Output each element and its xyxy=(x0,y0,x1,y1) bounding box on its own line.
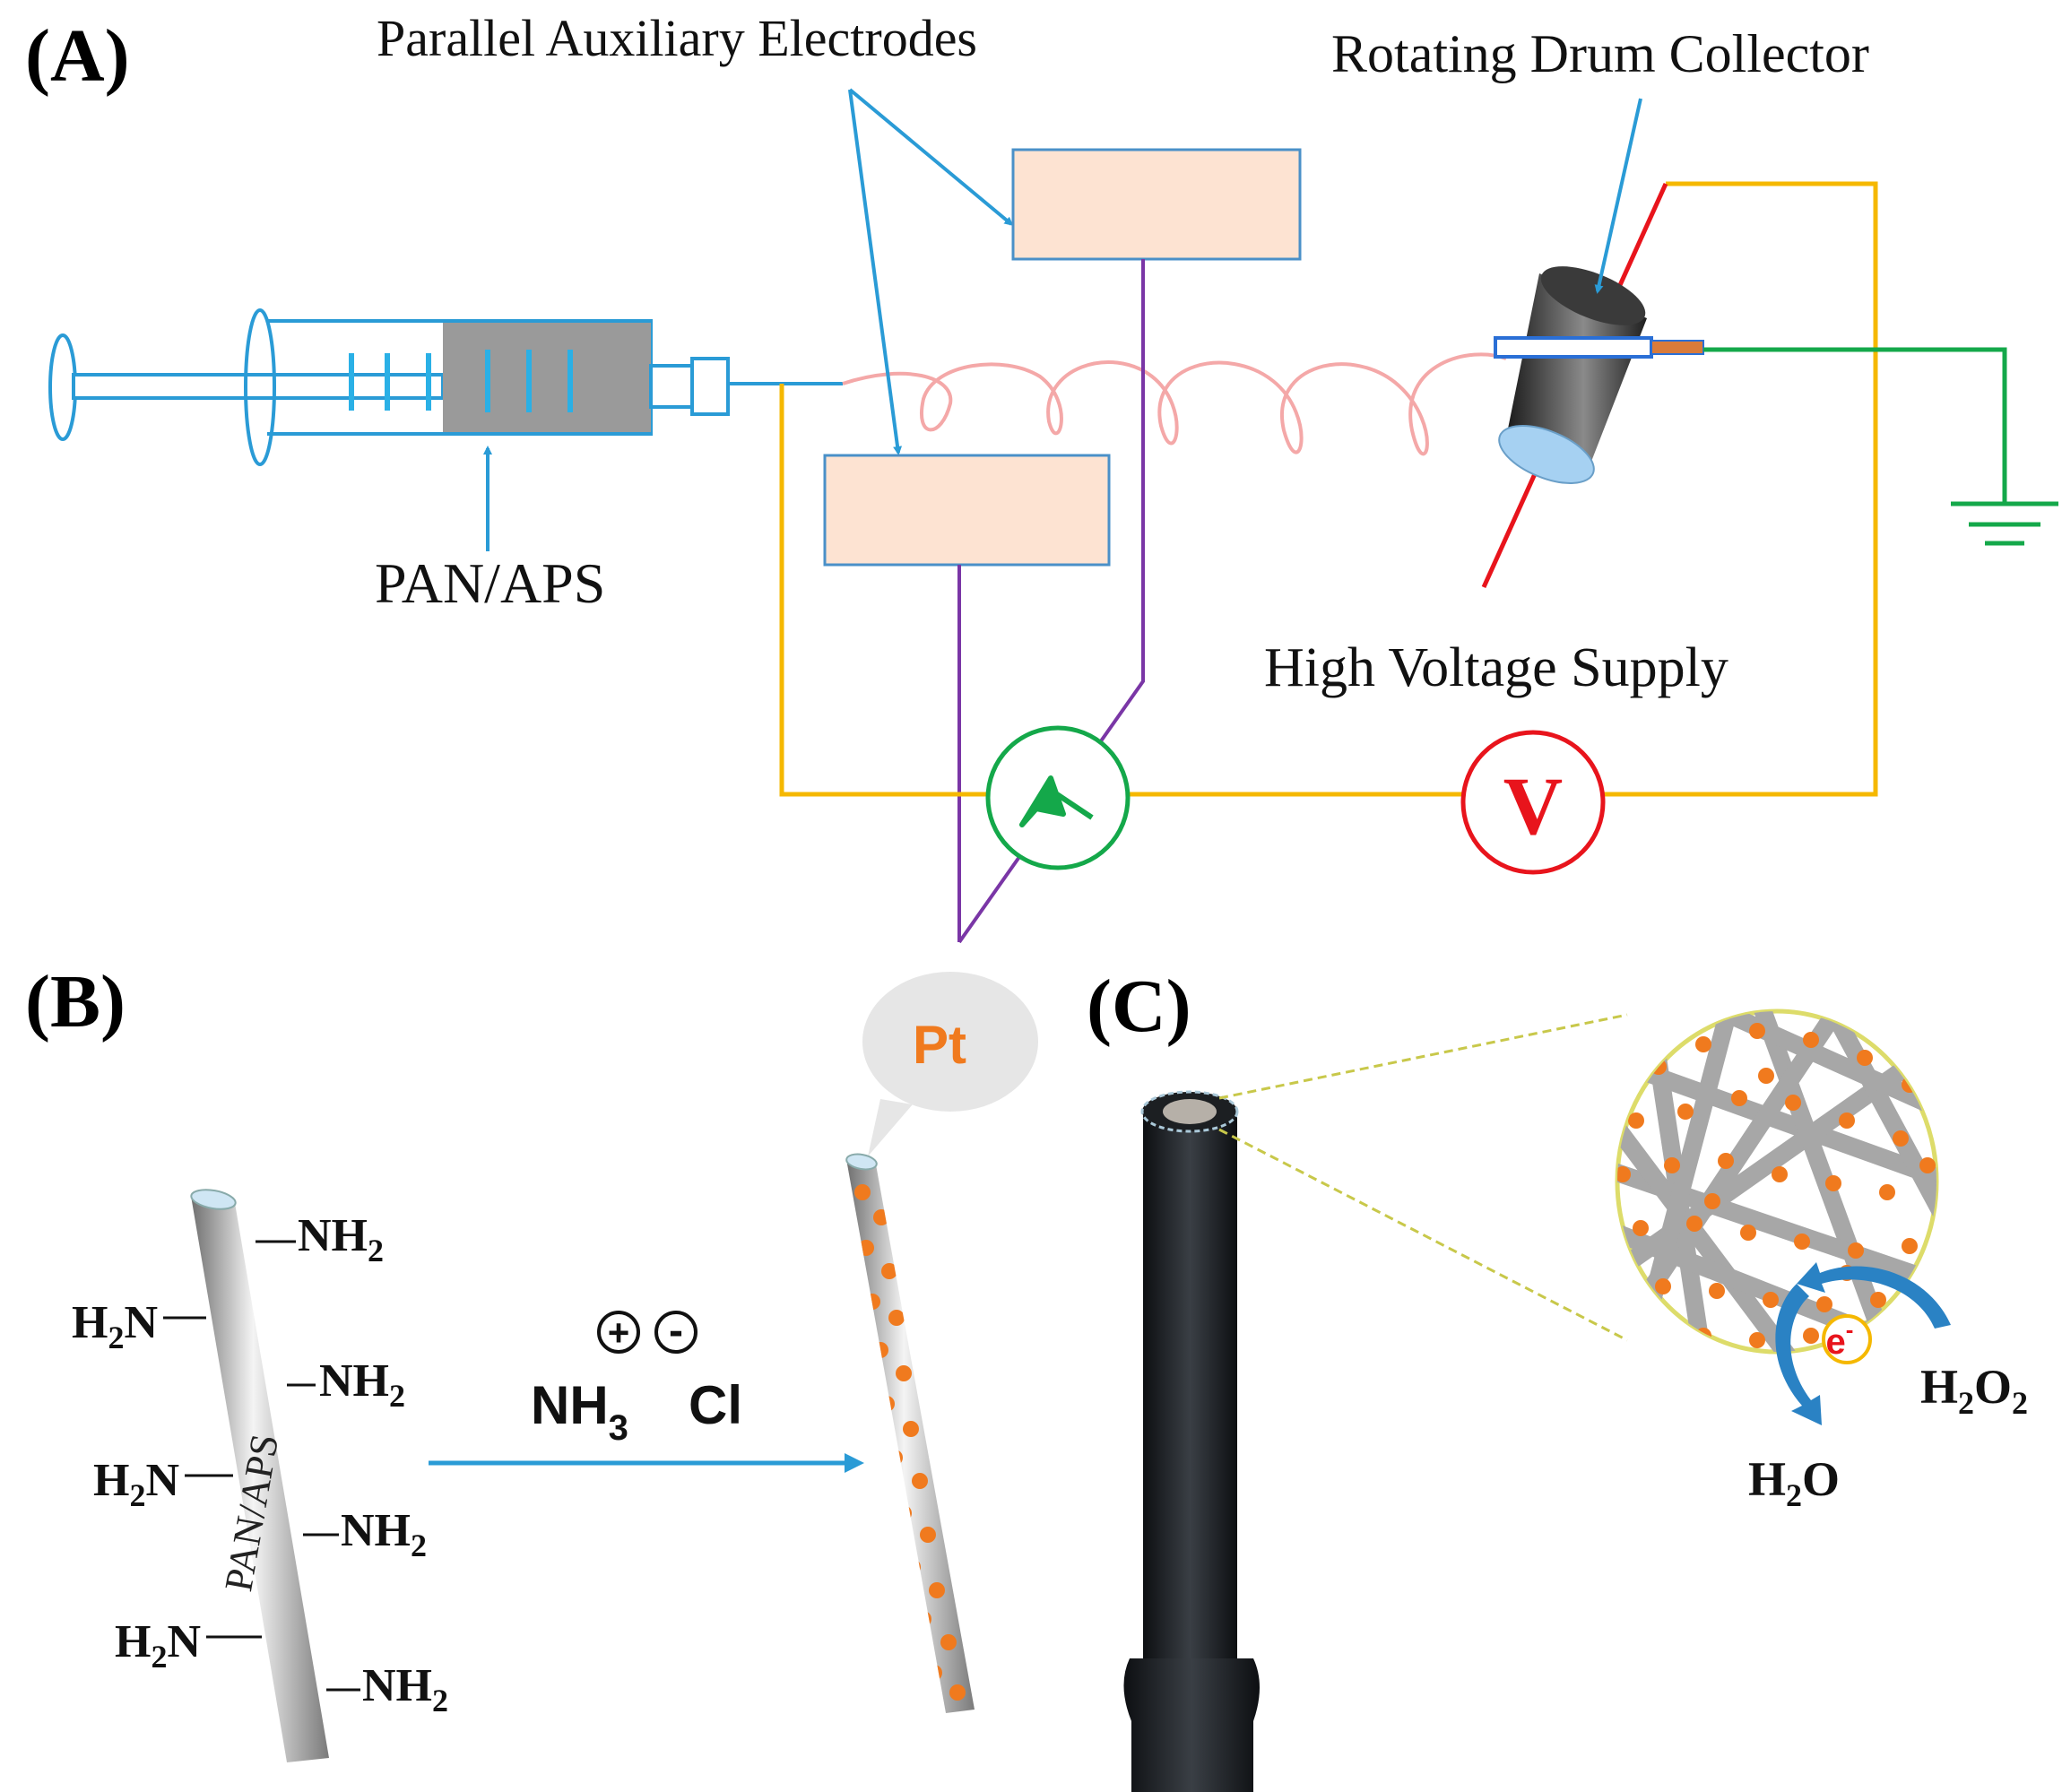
syringe-solution xyxy=(443,323,651,432)
svg-text:-: - xyxy=(669,1307,683,1355)
upper-auxiliary-electrode xyxy=(1011,148,1302,261)
electrode-pointer-lower xyxy=(848,89,903,455)
pt-decorated-fiber xyxy=(845,1153,975,1713)
svg-text:+: + xyxy=(608,1312,630,1354)
ground-icon xyxy=(1951,501,2058,546)
svg-text:NH2: NH2 xyxy=(341,1505,427,1563)
panel-c-label: (C) xyxy=(1087,965,1191,1048)
svg-text:NH2: NH2 xyxy=(362,1660,448,1718)
electrode-pointer-upper xyxy=(848,88,1014,226)
parallel-electrodes-label: Parallel Auxiliary Electrodes xyxy=(377,9,977,67)
syringe-plunger-thumb xyxy=(48,333,77,441)
reduction-reaction: e- H2O2 H2O xyxy=(1748,1262,2028,1513)
svg-text:NH2: NH2 xyxy=(319,1355,405,1414)
svg-text:NH2: NH2 xyxy=(298,1210,384,1268)
plus-charge xyxy=(597,1311,640,1354)
hv-supply-label: High Voltage Supply xyxy=(1264,637,1728,698)
pt-nanoparticles-zoom xyxy=(1617,1023,1936,1348)
drum-label: Rotating Drum Collector xyxy=(1331,24,1869,83)
product-h2o: H2O xyxy=(1748,1452,1840,1513)
drum-end-face xyxy=(1498,425,1595,484)
panel-b-label: (B) xyxy=(25,960,126,1043)
svg-text:H2N: H2N xyxy=(115,1616,201,1675)
electrode-tip xyxy=(1163,1099,1217,1124)
ground-wire xyxy=(1703,347,2007,502)
rotating-drum xyxy=(1498,266,1647,484)
panel-a-label: (A) xyxy=(25,14,130,98)
drum-pointer-arrow xyxy=(1594,98,1642,294)
reactant-h2o2: H2O2 xyxy=(1920,1360,2028,1421)
reagent-formula: NH3 + - Cl xyxy=(531,1307,742,1448)
drum-shaft-contact xyxy=(1650,340,1704,355)
svg-text:H2N: H2N xyxy=(93,1455,179,1513)
zoom-line-bottom xyxy=(1218,1128,1628,1342)
pt-label: Pt xyxy=(913,1015,966,1075)
fiber-jet-coil xyxy=(842,352,1507,456)
voltmeter-symbol: V xyxy=(1503,760,1563,852)
amine-groups-left: H2N H2N H2N xyxy=(72,1297,262,1675)
ammeter-symbol xyxy=(1019,775,1094,827)
syringe-tip xyxy=(690,357,730,416)
electron-badge xyxy=(1822,1314,1872,1364)
electron-transfer-arrow xyxy=(1797,1262,1951,1329)
amine-groups-right: NH2 NH2 NH2 NH2 xyxy=(256,1210,448,1718)
syringe-graduations xyxy=(349,350,573,412)
svg-text:e-: e- xyxy=(1826,1316,1854,1362)
hv-circuit-wire xyxy=(779,181,1878,797)
modified-electrode xyxy=(1121,1085,1269,1792)
svg-text:Cl: Cl xyxy=(689,1375,742,1435)
lower-auxiliary-electrode xyxy=(823,454,1111,567)
drum-shaft-sleeve xyxy=(1494,336,1653,359)
ammeter xyxy=(985,725,1131,870)
voltmeter: V xyxy=(1460,730,1606,875)
syringe-flange xyxy=(244,308,276,466)
syringe-plunger-rod xyxy=(72,373,445,400)
solution-label: PAN/APS xyxy=(375,551,605,615)
syringe-nozzle xyxy=(649,364,694,409)
zoom-line-top xyxy=(1218,1013,1628,1100)
pt-bubble: Pt xyxy=(862,972,1038,1156)
zoom-nanofiber-network xyxy=(1615,1009,1939,1355)
minus-charge xyxy=(654,1311,697,1354)
svg-text:NH3: NH3 xyxy=(531,1375,628,1448)
svg-text:H2N: H2N xyxy=(72,1297,158,1355)
syringe xyxy=(48,308,843,466)
product-arrow xyxy=(1775,1284,1822,1425)
